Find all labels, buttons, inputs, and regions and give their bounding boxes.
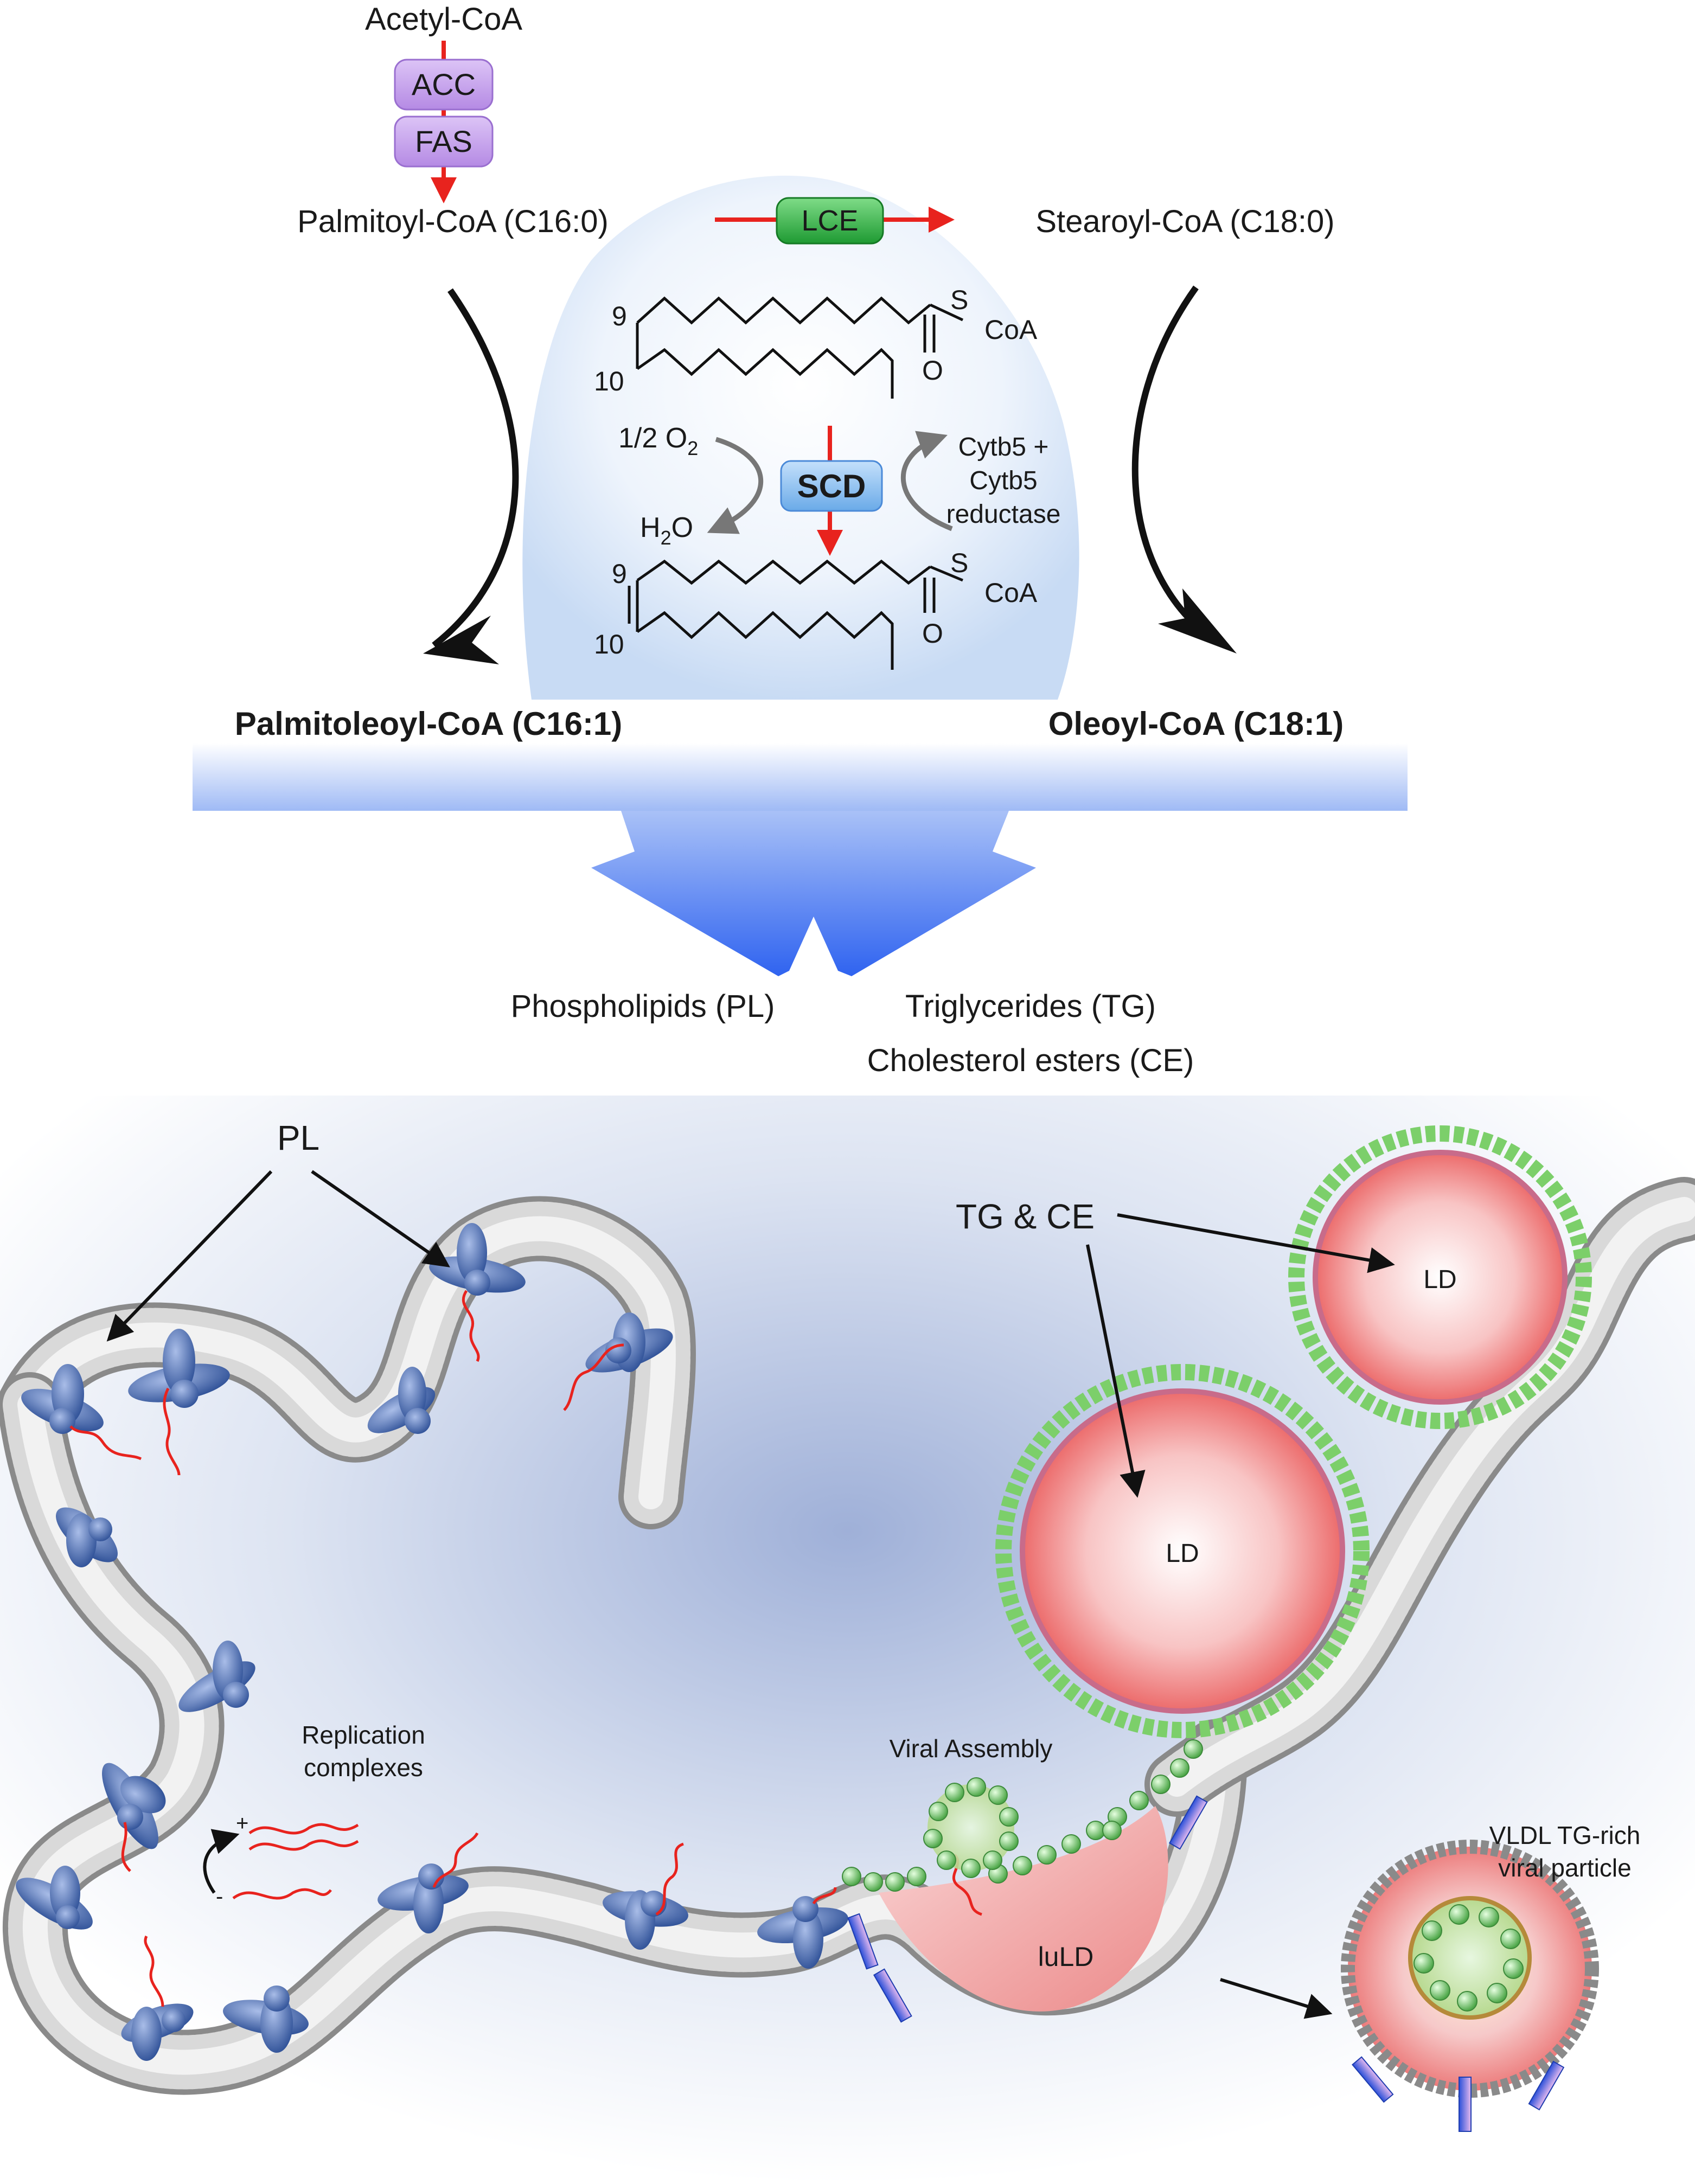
bottom-sulfur: S xyxy=(950,548,968,578)
pl-label: PL xyxy=(277,1118,319,1157)
replication-label-line2: complexes xyxy=(304,1753,423,1782)
stearoyl-coa-label: Stearoyl-CoA (C18:0) xyxy=(1035,204,1334,239)
phospholipids-label: Phospholipids (PL) xyxy=(511,989,775,1024)
cholesterol-esters-label: Cholesterol esters (CE) xyxy=(867,1043,1194,1078)
cell-section: luLD LD LD xyxy=(0,1096,1695,2184)
ld-small-label: LD xyxy=(1423,1265,1456,1294)
top-carbon-9: 9 xyxy=(612,301,627,331)
triglycerides-label: Triglycerides (TG) xyxy=(905,989,1156,1024)
assembly-beads xyxy=(842,1739,1203,1892)
top-coa: CoA xyxy=(984,315,1038,345)
palmitoleoyl-coa-label: Palmitoleoyl-CoA (C16:1) xyxy=(235,706,623,742)
tg-ce-arrow-ld-large xyxy=(1086,1244,1146,1498)
stearoyl-arrowhead xyxy=(1158,588,1237,654)
lipid-droplet-large: LD xyxy=(995,1364,1370,1738)
bottom-carbon-9: 9 xyxy=(612,559,627,589)
luld-label: luLD xyxy=(1038,1942,1094,1972)
scd-enzyme: SCD xyxy=(780,460,883,512)
bottom-carbon-10: 10 xyxy=(594,629,624,659)
lce-label: LCE xyxy=(801,204,858,237)
lipid-droplet-small: LD xyxy=(1288,1125,1592,1429)
top-oxygen: O xyxy=(922,355,943,386)
split-blue-arrow xyxy=(591,811,1036,976)
palmitoyl-arrowhead xyxy=(423,616,499,664)
vldl-release-arrow xyxy=(1220,1978,1333,2019)
viral-assembly-label: Viral Assembly xyxy=(890,1734,1053,1763)
bottom-coa: CoA xyxy=(984,578,1038,608)
ld-large-label: LD xyxy=(1166,1539,1199,1568)
minus-strand-sign: - xyxy=(216,1885,223,1908)
apolipoproteins xyxy=(847,1795,1208,2023)
h2o-label: H2O xyxy=(640,512,693,549)
top-sulfur: S xyxy=(950,285,968,315)
lce-enzyme: LCE xyxy=(776,197,884,245)
half-o2-label: 1/2 O2 xyxy=(618,422,698,459)
replication-label-line1: Replication xyxy=(302,1721,425,1749)
bottom-oxygen: O xyxy=(922,618,943,649)
saturated-chain xyxy=(636,296,964,399)
tg-ce-arrow-ld-small xyxy=(1117,1213,1395,1273)
er-sphere xyxy=(522,175,1079,700)
tg-ce-label: TG & CE xyxy=(956,1197,1095,1236)
top-carbon-10: 10 xyxy=(594,366,624,396)
plus-strand-sign: + xyxy=(236,1811,248,1835)
fas-label: FAS xyxy=(415,124,472,158)
acc-enzyme: ACC xyxy=(394,59,494,111)
acc-label: ACC xyxy=(412,67,476,101)
acetyl-coa-label: Acetyl-CoA xyxy=(365,2,522,37)
cytb5-line1: Cytb5 + xyxy=(958,433,1049,462)
palmitoyl-coa-label: Palmitoyl-CoA (C16:0) xyxy=(297,204,609,239)
oleoyl-coa-label: Oleoyl-CoA (C18:1) xyxy=(1048,706,1344,742)
o2-curve xyxy=(707,437,763,534)
pl-arrow-right xyxy=(311,1170,450,1267)
product-bar xyxy=(193,743,1408,811)
stearoyl-curved-arrow xyxy=(1131,285,1220,645)
fas-enzyme: FAS xyxy=(394,116,494,168)
palmitoyl-curved-arrow xyxy=(432,288,519,648)
monounsaturated-chain xyxy=(628,559,963,670)
luld-droplet xyxy=(879,1806,1168,2012)
pl-arrow-left xyxy=(106,1170,273,1342)
vldl-particle xyxy=(1341,1840,1599,2132)
cytb5-line3: reductase xyxy=(946,500,1061,529)
scd-label: SCD xyxy=(797,468,866,504)
vldl-label-line1: VLDL TG-rich xyxy=(1489,1821,1641,1849)
pathway-section: Acetyl-CoA ACC FAS Palmitoyl-CoA (C16:0)… xyxy=(193,2,1408,1078)
cytb5-curve xyxy=(901,431,953,531)
cytb5-line2: Cytb5 xyxy=(969,466,1037,495)
vldl-label-line2: viral particle xyxy=(1498,1854,1631,1882)
replication-arrow xyxy=(203,1829,240,1894)
replication-proteins xyxy=(16,1223,848,2061)
